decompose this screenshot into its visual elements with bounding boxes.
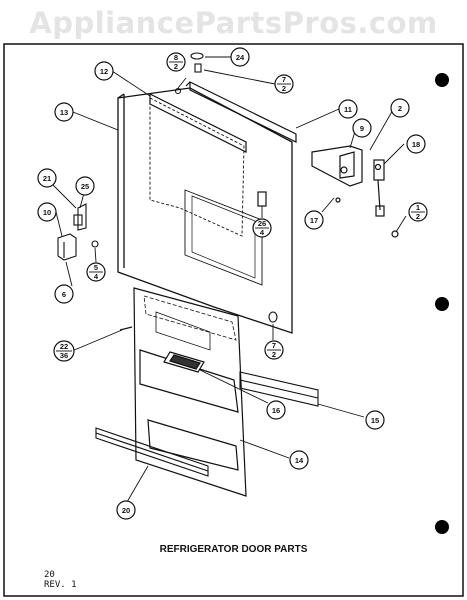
page-number-block: 20 REV. 1 [44, 570, 77, 590]
callout-5-4: 5 4 [86, 262, 106, 282]
svg-text:1: 1 [416, 203, 420, 212]
callout-22-36: 22 36 [53, 340, 75, 362]
callout-9: 9 [352, 118, 372, 138]
callout-7-2-bottom: 7 2 [264, 340, 284, 360]
callout-15: 15 [365, 410, 385, 430]
svg-text:4: 4 [94, 272, 99, 281]
svg-text:36: 36 [60, 351, 68, 360]
svg-text:2: 2 [174, 62, 178, 71]
hinge-assembly [257, 145, 399, 238]
svg-text:16: 16 [272, 406, 280, 415]
callout-10: 10 [37, 202, 57, 222]
svg-text:25: 25 [81, 182, 89, 191]
callout-8-2: 8 2 [166, 52, 186, 72]
callout-18: 18 [406, 134, 426, 154]
binder-hole-top [435, 73, 449, 87]
callout-20: 20 [116, 500, 136, 520]
callout-12: 12 [94, 61, 114, 81]
callout-7-2-top: 7 2 [274, 74, 294, 94]
callout-17: 17 [304, 210, 324, 230]
callout-2: 2 [390, 98, 410, 118]
svg-text:17: 17 [310, 216, 318, 225]
svg-text:18: 18 [412, 140, 420, 149]
outer-door-panel [117, 87, 293, 334]
callout-26-4: 26 4 [252, 218, 272, 238]
svg-text:12: 12 [100, 67, 108, 76]
svg-text:8: 8 [174, 53, 178, 62]
callout-13: 13 [54, 102, 74, 122]
callout-1-2: 1 2 [408, 202, 428, 222]
svg-text:7: 7 [272, 341, 276, 350]
binder-hole-middle [435, 297, 449, 311]
svg-text:14: 14 [295, 456, 304, 465]
svg-text:2: 2 [416, 212, 420, 221]
door-gasket-frame [149, 81, 297, 153]
callout-21: 21 [37, 168, 57, 188]
svg-text:11: 11 [344, 105, 352, 114]
svg-text:10: 10 [43, 208, 51, 217]
callout-14: 14 [289, 450, 309, 470]
bottom-breaker-strip [95, 427, 209, 477]
callout-11: 11 [338, 99, 358, 119]
watermark-text: AppliancePartsPros.com [29, 6, 438, 40]
svg-text:4: 4 [260, 228, 265, 237]
svg-text:6: 6 [62, 290, 66, 299]
callout-25: 25 [75, 176, 95, 196]
svg-text:21: 21 [43, 174, 51, 183]
svg-text:13: 13 [60, 108, 68, 117]
svg-text:7: 7 [282, 75, 286, 84]
svg-text:9: 9 [360, 124, 364, 133]
top-fasteners [174, 52, 204, 95]
svg-text:26: 26 [258, 219, 266, 228]
svg-text:15: 15 [371, 416, 379, 425]
callout-6: 6 [54, 284, 74, 304]
page-border [3, 43, 464, 597]
svg-text:5: 5 [94, 263, 98, 272]
screw-part [268, 311, 278, 323]
svg-text:2: 2 [272, 350, 276, 359]
revision-label: REV. 1 [44, 580, 77, 590]
svg-text:2: 2 [398, 104, 402, 113]
handle-parts-left [57, 203, 99, 261]
binder-hole-bottom [435, 520, 449, 534]
svg-text:24: 24 [236, 53, 245, 62]
svg-text:22: 22 [60, 342, 68, 351]
diagram-caption: REFRIGERATOR DOOR PARTS [159, 544, 308, 555]
svg-text:20: 20 [122, 506, 130, 515]
page-number: 20 [44, 570, 55, 580]
callout-16: 16 [266, 400, 286, 420]
callout-24: 24 [230, 47, 250, 67]
svg-text:2: 2 [282, 84, 286, 93]
door-shelf-rail [239, 371, 319, 407]
inner-door-liner [119, 287, 247, 497]
